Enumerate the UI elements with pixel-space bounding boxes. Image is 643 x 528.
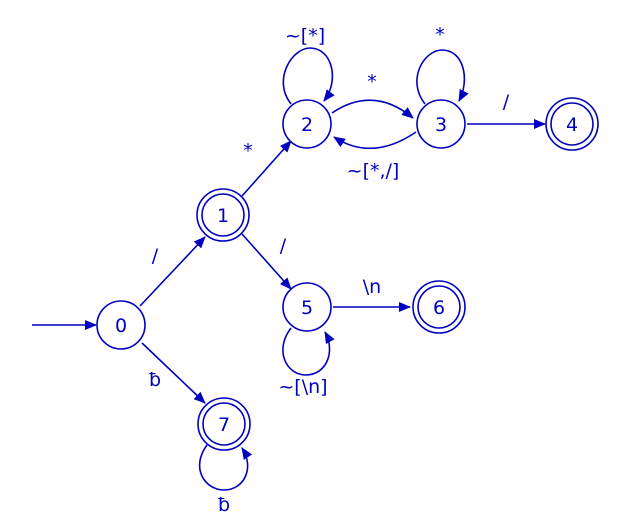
edge-label-0-7: ƀ <box>149 369 161 391</box>
state-3-label: 3 <box>435 114 447 136</box>
edge-1-2 <box>241 140 292 197</box>
state-6-label: 6 <box>433 297 445 319</box>
state-0-label: 0 <box>115 315 127 337</box>
state-1: 1 <box>196 188 250 242</box>
edge-0-1 <box>139 236 206 307</box>
state-6: 6 <box>412 280 466 334</box>
edge-0-7 <box>141 342 206 404</box>
state-7: 7 <box>197 397 251 451</box>
edge-label-1-5: / <box>280 235 287 257</box>
state-3: 3 <box>416 99 466 149</box>
edge-1-5 <box>241 233 292 290</box>
edge-label-2-2: ~[*] <box>285 25 325 47</box>
state-4: 4 <box>545 97 599 151</box>
edge-label-0-1: / <box>152 245 159 267</box>
state-1-label: 1 <box>217 205 229 227</box>
loop-7 <box>198 444 253 491</box>
loop-5 <box>282 327 335 376</box>
state-4-label: 4 <box>566 114 578 136</box>
state-2-label: 2 <box>301 114 313 136</box>
loop-2 <box>282 47 335 105</box>
edge-label-3-3: * <box>435 24 445 46</box>
edge-label-7-7: ƀ <box>218 494 230 516</box>
state-2: 2 <box>282 99 332 149</box>
state-5: 5 <box>282 282 332 332</box>
edge-label-2-3: * <box>367 71 377 93</box>
state-0: 0 <box>96 300 146 350</box>
edge-label-5-5: ~[\n] <box>278 376 327 398</box>
state-7-label: 7 <box>218 414 230 436</box>
edge-label-3-4: / <box>503 91 510 113</box>
edge-3-2 <box>333 131 417 150</box>
edge-label-3-2: ~[*,/] <box>347 160 400 182</box>
edge-label-1-2: * <box>243 140 253 162</box>
edge-2-3 <box>331 99 414 119</box>
state-5-label: 5 <box>301 297 313 319</box>
loop-3 <box>416 49 469 105</box>
edge-label-5-6: \n <box>363 276 381 298</box>
